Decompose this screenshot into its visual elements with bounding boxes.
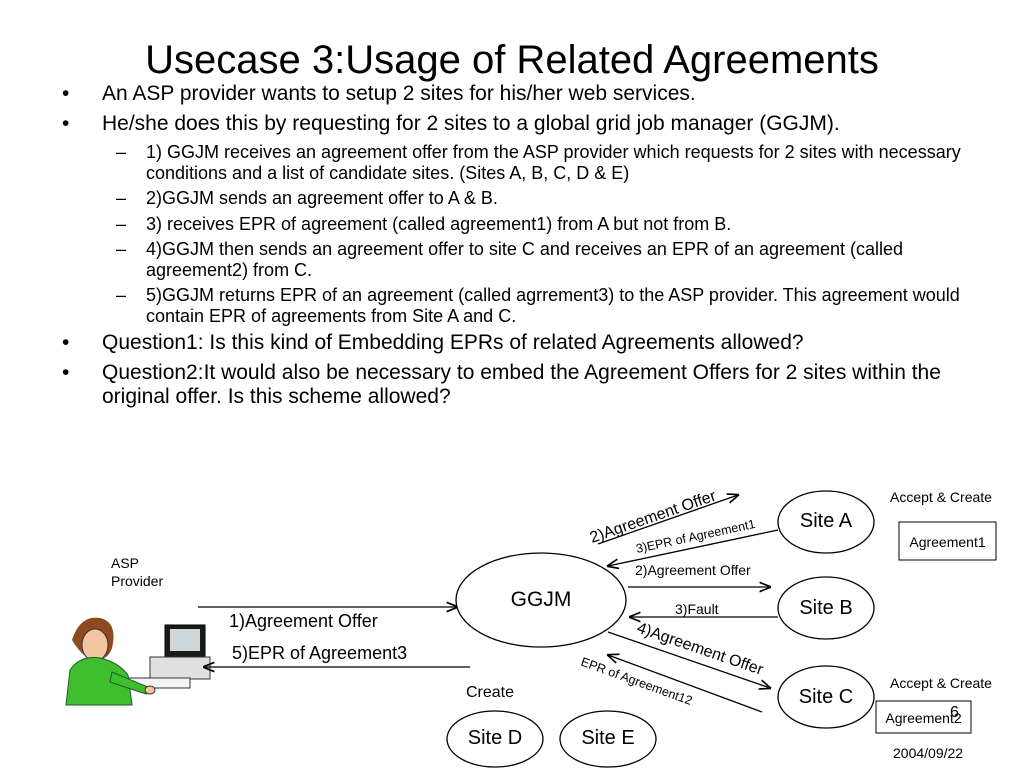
label-offer-asp: 1)Agreement Offer	[229, 611, 378, 631]
site-e-node	[559, 710, 657, 768]
bullet-mark: •	[62, 331, 70, 354]
sub-bullet-text: 3) receives EPR of agreement (called agr…	[146, 213, 732, 234]
sub-bullet-item: – 3) receives EPR of agreement (called a…	[62, 214, 982, 235]
dash-mark: –	[116, 213, 127, 234]
ggjm-node	[455, 552, 627, 648]
bullet-item: • He/she does this by requesting for 2 s…	[62, 112, 982, 136]
bullet-list: • An ASP provider wants to setup 2 sites…	[62, 82, 982, 415]
bullet-mark: •	[62, 82, 70, 105]
dash-mark: –	[116, 285, 127, 305]
agreement1-label: Agreement1	[909, 534, 986, 550]
question-item: • Question2:It would also be necessary t…	[62, 361, 982, 409]
slide-title: Usecase 3:Usage of Related Agreements	[145, 38, 879, 82]
arrow-epr12	[608, 655, 763, 713]
sub-bullet-text: 2)GGJM sends an agreement offer to A & B…	[146, 188, 498, 208]
arrow-offer-c	[607, 631, 770, 688]
slide-date: 2004/09/22	[893, 745, 964, 761]
sub-bullet-item: – 2)GGJM sends an agreement offer to A &…	[62, 188, 982, 209]
question-text: Question1: Is this kind of Embedding EPR…	[102, 331, 804, 354]
dash-mark: –	[116, 142, 127, 162]
arrow-offer-a	[597, 495, 738, 545]
sub-bullet-text: 5)GGJM returns EPR of an agreement (call…	[146, 285, 960, 326]
sub-bullet-text: 1) GGJM receives an agreement offer from…	[146, 142, 961, 183]
asp-provider-label: ASP Provider	[111, 555, 164, 589]
site-a-node	[777, 490, 875, 554]
sub-bullet-item: – 1) GGJM receives an agreement offer fr…	[62, 142, 982, 183]
accept-create-a-label: Accept & Create	[890, 489, 992, 505]
site-a-label: Site A	[799, 510, 853, 532]
bullet-mark: •	[62, 112, 70, 135]
agreement2-box	[875, 700, 972, 734]
label-epr12: EPR of Agreement12	[579, 655, 694, 708]
bullet-text: He/she does this by requesting for 2 sit…	[102, 112, 840, 135]
arrow-epr1	[608, 529, 779, 566]
label-offer-b: 2)Agreement Offer	[635, 562, 751, 578]
person-at-computer-icon	[65, 617, 211, 706]
slide-number: 6	[950, 704, 959, 721]
agreement1-box	[898, 521, 997, 561]
label-fault: 3)Fault	[675, 601, 719, 617]
bullet-mark: •	[62, 361, 70, 384]
dash-mark: –	[116, 188, 127, 208]
question-text: Question2:It would also be necessary to …	[102, 361, 941, 408]
site-b-node	[777, 576, 875, 640]
bullet-text: An ASP provider wants to setup 2 sites f…	[102, 82, 696, 105]
bullet-item: • An ASP provider wants to setup 2 sites…	[62, 82, 982, 106]
dash-mark: –	[116, 239, 127, 259]
question-item: • Question1: Is this kind of Embedding E…	[62, 331, 982, 355]
site-e-label: Site E	[581, 727, 635, 749]
sub-bullet-item: – 4)GGJM then sends an agreement offer t…	[62, 239, 982, 280]
accept-create-c-label: Accept & Create	[890, 675, 992, 691]
ggjm-label: GGJM	[510, 588, 572, 611]
sub-bullet-item: – 5)GGJM returns EPR of an agreement (ca…	[62, 285, 982, 326]
agreement2-label: Agreement2	[885, 710, 962, 726]
label-offer-c: 4)Agreement Offer	[635, 620, 766, 679]
site-d-label: Site D	[467, 727, 523, 749]
site-c-label: Site C	[798, 686, 854, 708]
create-label: Create	[466, 684, 515, 701]
label-epr3: 5)EPR of Agreement3	[232, 643, 408, 663]
site-d-node	[446, 710, 544, 768]
site-b-label: Site B	[799, 597, 853, 619]
sub-bullet-text: 4)GGJM then sends an agreement offer to …	[146, 239, 904, 280]
site-c-node	[777, 665, 875, 729]
